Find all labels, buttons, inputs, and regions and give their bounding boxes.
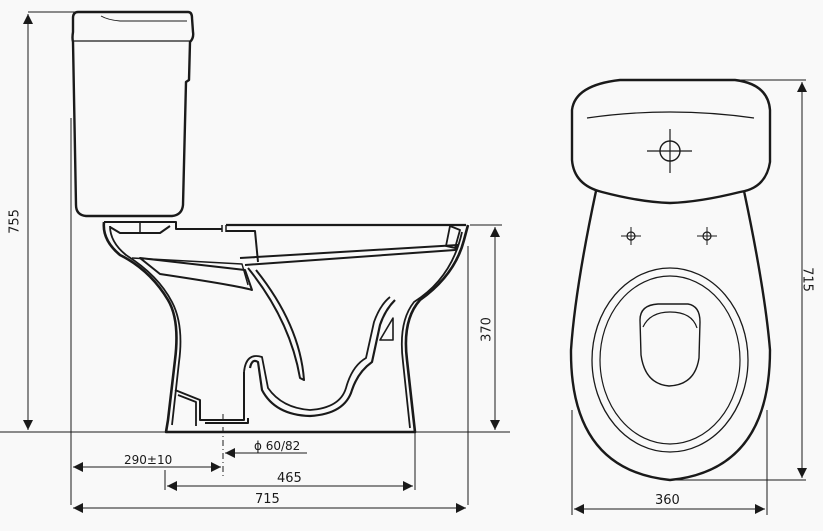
trap-inner-wall: [247, 267, 305, 381]
rim-channel: [139, 257, 253, 291]
outlet-horn: [174, 372, 245, 421]
dim-total-length: 715: [255, 492, 280, 507]
dim-top-width: 360: [655, 493, 680, 508]
bowl-top-outline: [569, 190, 772, 482]
tank-lid-curve: [100, 15, 187, 22]
bowl-opening: [639, 303, 701, 387]
tank-top-outline: [570, 78, 772, 205]
dim-bowl-height: 370: [479, 317, 495, 342]
dim-top-depth: 715: [799, 267, 815, 292]
dim-base-length: 465: [277, 471, 302, 486]
tank-outline: [71, 10, 195, 218]
trapway: [248, 299, 396, 418]
rim-front-channel: [445, 225, 461, 249]
dim-total-height: 755: [7, 209, 23, 234]
dim-outlet-offset: 290±10: [124, 453, 173, 467]
seat-outer-ring: [591, 267, 749, 453]
bowl-outer-shell: [102, 221, 470, 434]
side-dimensions: [23, 11, 502, 513]
dim-outlet-diameter: ϕ 60/82: [254, 439, 301, 453]
top-dimensions: [571, 79, 807, 515]
bowl-rim-line: [239, 244, 459, 266]
side-view: [0, 10, 510, 434]
seat-inner-ring: [599, 275, 741, 445]
flush-valve: [104, 221, 222, 234]
top-view: [569, 78, 772, 482]
rim-inner: [226, 230, 259, 263]
